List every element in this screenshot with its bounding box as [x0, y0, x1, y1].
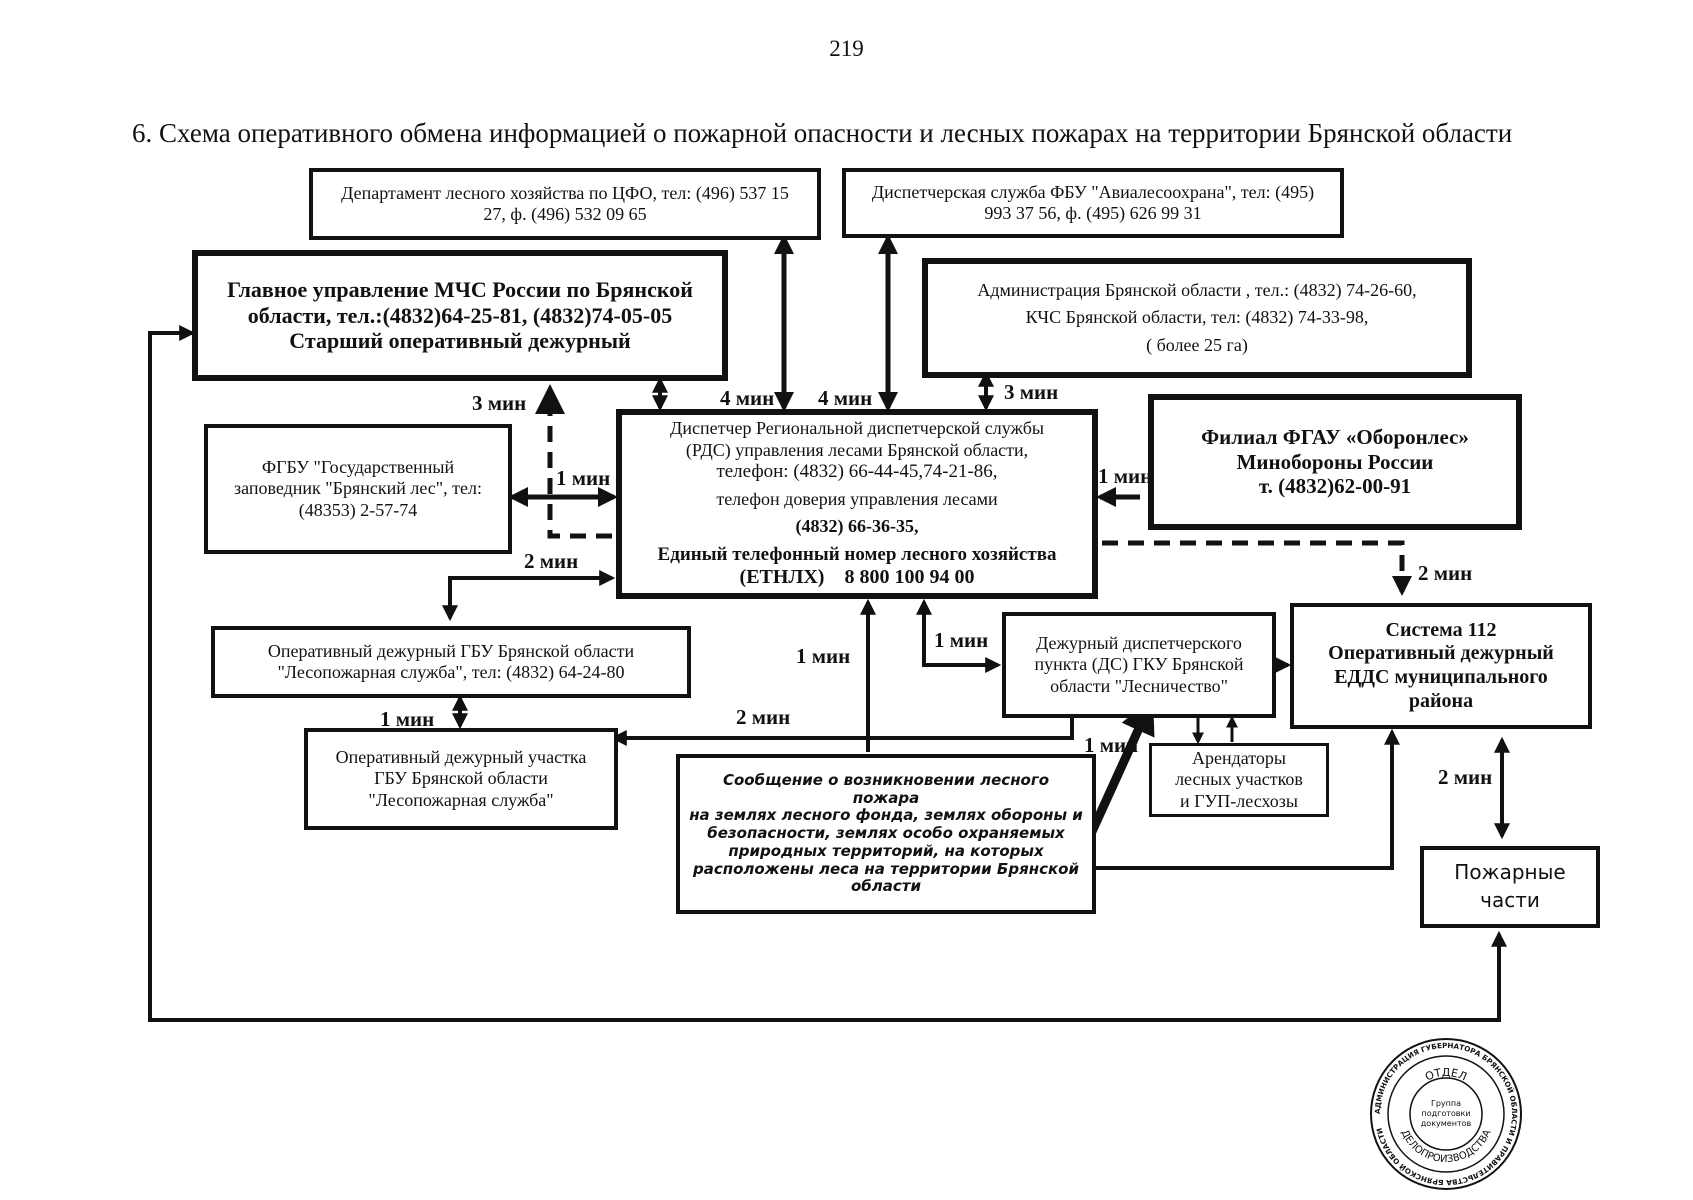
link-loop [148, 325, 1507, 1022]
box-arendatory-line: и ГУП-лесхозы [1180, 790, 1298, 811]
box-system-112-line: Оперативный дежурный [1328, 642, 1554, 665]
box-message-line: безопасности, землях особо охраняемых [707, 824, 1065, 843]
box-dept-line: Департамент лесного хозяйства по ЦФО, те… [341, 182, 789, 203]
box-rds-line: телефон: (4832) 66-44-45,74-21-86, [716, 460, 998, 482]
box-avia: Диспетчерская служба ФБУ "Авиалесоохрана… [842, 168, 1344, 238]
page-number: 219 [829, 36, 864, 61]
box-rds-line: телефон доверия управления лесами [716, 489, 998, 510]
time-label: 2 мин [736, 705, 791, 729]
time-label: 4 мин [720, 386, 775, 410]
time-label: 4 мин [818, 386, 873, 410]
diagram-title: 6. Схема оперативного обмена информацией… [132, 118, 1513, 148]
box-rds-line: (4832) 66-36-35, [795, 516, 919, 537]
box-system-112-line: ЕДДС муниципального [1334, 666, 1548, 688]
time-label: 1 мин [1098, 464, 1153, 488]
box-message-line: расположены леса на территории Брянской [693, 859, 1079, 878]
box-avia-line: 993 37 56, ф. (495) 626 99 31 [984, 203, 1202, 223]
box-pozharnye-chasti-line: Пожарные [1454, 860, 1566, 885]
box-lps-duty-line: Оперативный дежурный ГБУ Брянской област… [267, 640, 635, 661]
box-pozharnye-chasti-line: части [1480, 888, 1540, 912]
box-admin-line: Администрация Брянской области , тел.: (… [977, 280, 1417, 301]
time-label: 1 мин [796, 644, 851, 668]
box-ds-line: области "Лесничество" [1050, 675, 1228, 696]
box-mchs-line: области, тел.:(4832)64-25-81, (4832)74-0… [247, 302, 673, 328]
box-message: Сообщение о возникновении лесного пожара… [676, 754, 1096, 914]
box-admin-line: КЧС Брянской области, тел: (4832) 74-33-… [1025, 307, 1369, 328]
box-uchastok-line: "Лесопожарная служба" [368, 789, 554, 810]
box-system-112-line: Система 112 [1385, 618, 1497, 641]
box-oboron: Филиал ФГАУ «Оборонлес» Минобороны Росси… [1148, 394, 1522, 530]
box-ds-line: пункта (ДС) ГКУ Брянской [1034, 654, 1244, 675]
time-label: 1 мин [934, 628, 989, 652]
box-zapov-line: (48353) 2-57-74 [298, 499, 418, 520]
stamp-inner-top: ОТДЕЛ [1423, 1066, 1469, 1084]
time-label: 2 мин [1418, 561, 1473, 585]
box-rds: Диспетчер Региональной диспетчерской слу… [616, 409, 1098, 599]
official-stamp: АДМИНИСТРАЦИЯ ГУБЕРНАТОРА БРЯНСКОЙ ОБЛАС… [1370, 1038, 1522, 1190]
time-label: 1 мин [556, 466, 611, 490]
box-mchs-line: Главное управление МЧС России по Брянско… [227, 276, 693, 302]
box-oboron-line: Филиал ФГАУ «Оборонлес» [1201, 424, 1469, 449]
box-message-line: на землях лесного фонда, землях обороны … [689, 806, 1083, 825]
box-oboron-line: т. (4832)62-00-91 [1258, 474, 1412, 499]
box-lps-duty: Оперативный дежурный ГБУ Брянской област… [211, 626, 691, 698]
svg-text:ОТДЕЛ: ОТДЕЛ [1423, 1066, 1469, 1084]
box-uchastok-line: ГБУ Брянской области [374, 768, 548, 789]
link-ds-uchastok [610, 718, 1074, 746]
stamp-center-line: документов [1421, 1119, 1472, 1128]
box-uchastok: Оперативный дежурный участка ГБУ Брянско… [304, 728, 618, 830]
box-rds-line: Единый телефонный номер лесного хозяйств… [657, 543, 1057, 565]
box-system-112: Система 112 Оперативный дежурный ЕДДС му… [1290, 603, 1592, 729]
box-admin-line: ( более 25 га) [1146, 334, 1248, 355]
box-mchs-line: Старший оперативный дежурный [289, 328, 631, 354]
stamp-center-line: Группа [1431, 1099, 1461, 1108]
box-ds: Дежурный диспетчерского пункта (ДС) ГКУ … [1002, 612, 1276, 718]
link-rds-mchs-dashed [535, 384, 612, 539]
svg-text:ДЕЛОПРОИЗВОДСТВА: ДЕЛОПРОИЗВОДСТВА [1399, 1128, 1494, 1165]
time-label: 3 мин [472, 391, 527, 415]
stamp-inner-bottom: ДЕЛОПРОИЗВОДСТВА [1399, 1128, 1494, 1165]
box-system-112-line: района [1408, 689, 1474, 712]
box-rds-line: (ЕТНЛХ) 8 800 100 94 00 [739, 566, 975, 589]
box-rds-line: (РДС) управления лесами Брянской области… [685, 439, 1029, 460]
time-label: 1 мин [380, 707, 435, 731]
box-message-line: Сообщение о возникновении лесного пожара [722, 771, 1049, 807]
box-rds-line: Диспетчер Региональной диспетчерской слу… [670, 418, 1044, 439]
box-message-line: области [851, 877, 921, 896]
box-zapov-line: заповедник "Брянский лес", тел: [233, 478, 482, 499]
box-uchastok-line: Оперативный дежурный участка [335, 747, 587, 768]
box-dept-line: 27, ф. (496) 532 09 65 [483, 204, 647, 224]
stamp-center-line: подготовки [1421, 1109, 1470, 1118]
box-oboron-line: Минобороны России [1236, 449, 1434, 474]
box-dept: Департамент лесного хозяйства по ЦФО, те… [309, 168, 821, 240]
link-rds-lps [442, 570, 616, 622]
box-arendatory-line: лесных участков [1175, 769, 1303, 790]
box-arendatory-line: Арендаторы [1191, 748, 1287, 769]
link-rds-s112-dashed [1102, 540, 1412, 596]
box-arendatory: Арендаторы лесных участков и ГУП-лесхозы [1149, 743, 1329, 817]
box-zapov-line: ФГБУ "Государственный [261, 457, 455, 478]
box-mchs: Главное управление МЧС России по Брянско… [192, 250, 728, 381]
time-label: 1 мин [1084, 733, 1139, 757]
box-ds-line: Дежурный диспетчерского [1036, 633, 1242, 654]
box-pozharnye-chasti: Пожарные части [1420, 846, 1600, 928]
time-label: 2 мин [524, 549, 579, 573]
box-avia-line: Диспетчерская служба ФБУ "Авиалесоохрана… [871, 181, 1315, 202]
box-lps-duty-line: "Лесопожарная служба", тел: (4832) 64-24… [277, 662, 625, 682]
box-zapov: ФГБУ "Государственный заповедник "Брянск… [204, 424, 512, 554]
time-label: 2 мин [1438, 765, 1493, 789]
box-admin: Администрация Брянской области , тел.: (… [922, 258, 1472, 378]
box-message-line: природных территорий, на которых [728, 841, 1044, 860]
time-label: 3 мин [1004, 380, 1059, 404]
link-msg-ds [1085, 697, 1155, 838]
